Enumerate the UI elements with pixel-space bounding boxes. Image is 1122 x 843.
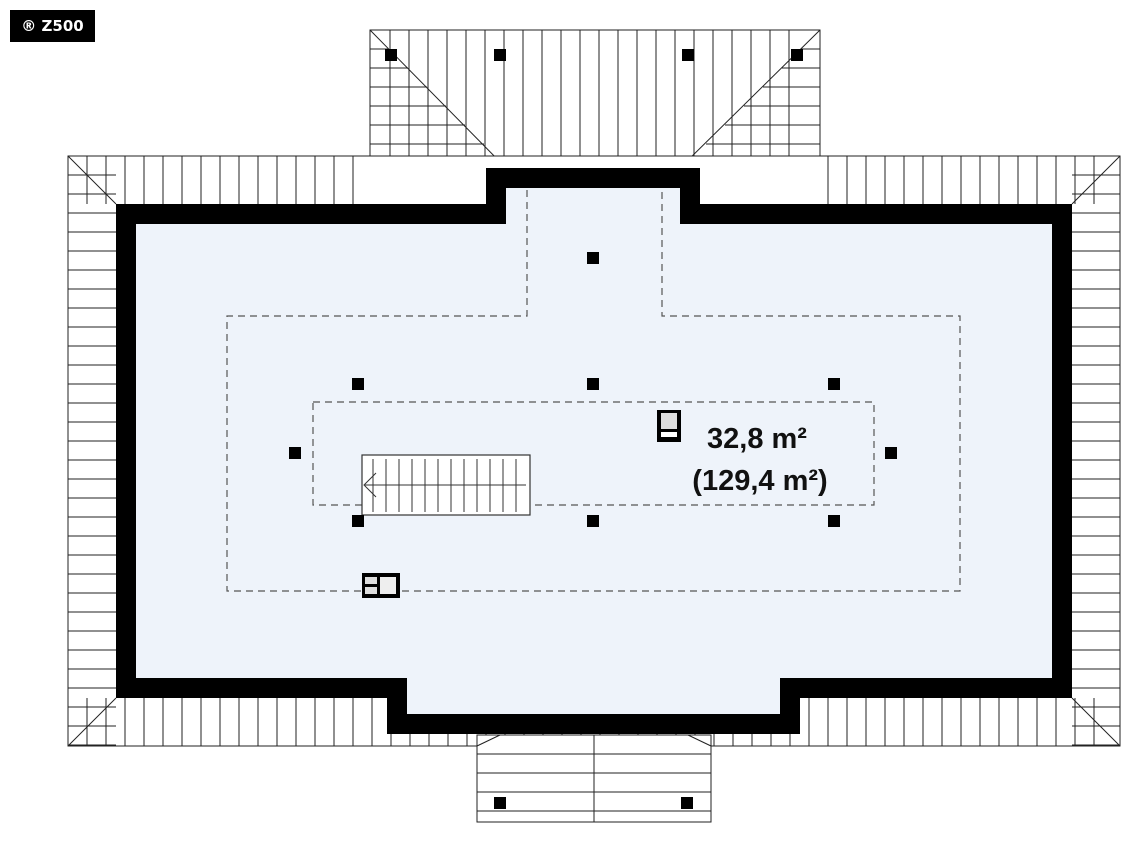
post [791, 49, 803, 61]
post [289, 447, 301, 459]
roof-line [67, 155, 117, 205]
roof-outline-dashed [226, 190, 961, 592]
post [587, 515, 599, 527]
post [352, 378, 364, 390]
post [494, 49, 506, 61]
post [828, 515, 840, 527]
post [828, 378, 840, 390]
vent-icon [362, 573, 400, 598]
roof-line [1071, 155, 1121, 205]
post [587, 378, 599, 390]
post [681, 797, 693, 809]
post [494, 797, 506, 809]
chimney-icon [657, 410, 681, 442]
logo-badge: ® Z500 [10, 10, 95, 42]
staircase [361, 454, 531, 516]
post [885, 447, 897, 459]
post [587, 252, 599, 264]
post [352, 515, 364, 527]
roof-line [67, 697, 117, 747]
structural-posts [289, 49, 897, 809]
post [682, 49, 694, 61]
total-area-label: (129,4 m²) [692, 465, 827, 497]
room-area-label: 32,8 m² [707, 423, 807, 455]
roof-line [1071, 697, 1121, 747]
roof-line [687, 734, 712, 747]
post [385, 49, 397, 61]
roof-line [476, 734, 501, 747]
floor-area [136, 188, 1052, 714]
